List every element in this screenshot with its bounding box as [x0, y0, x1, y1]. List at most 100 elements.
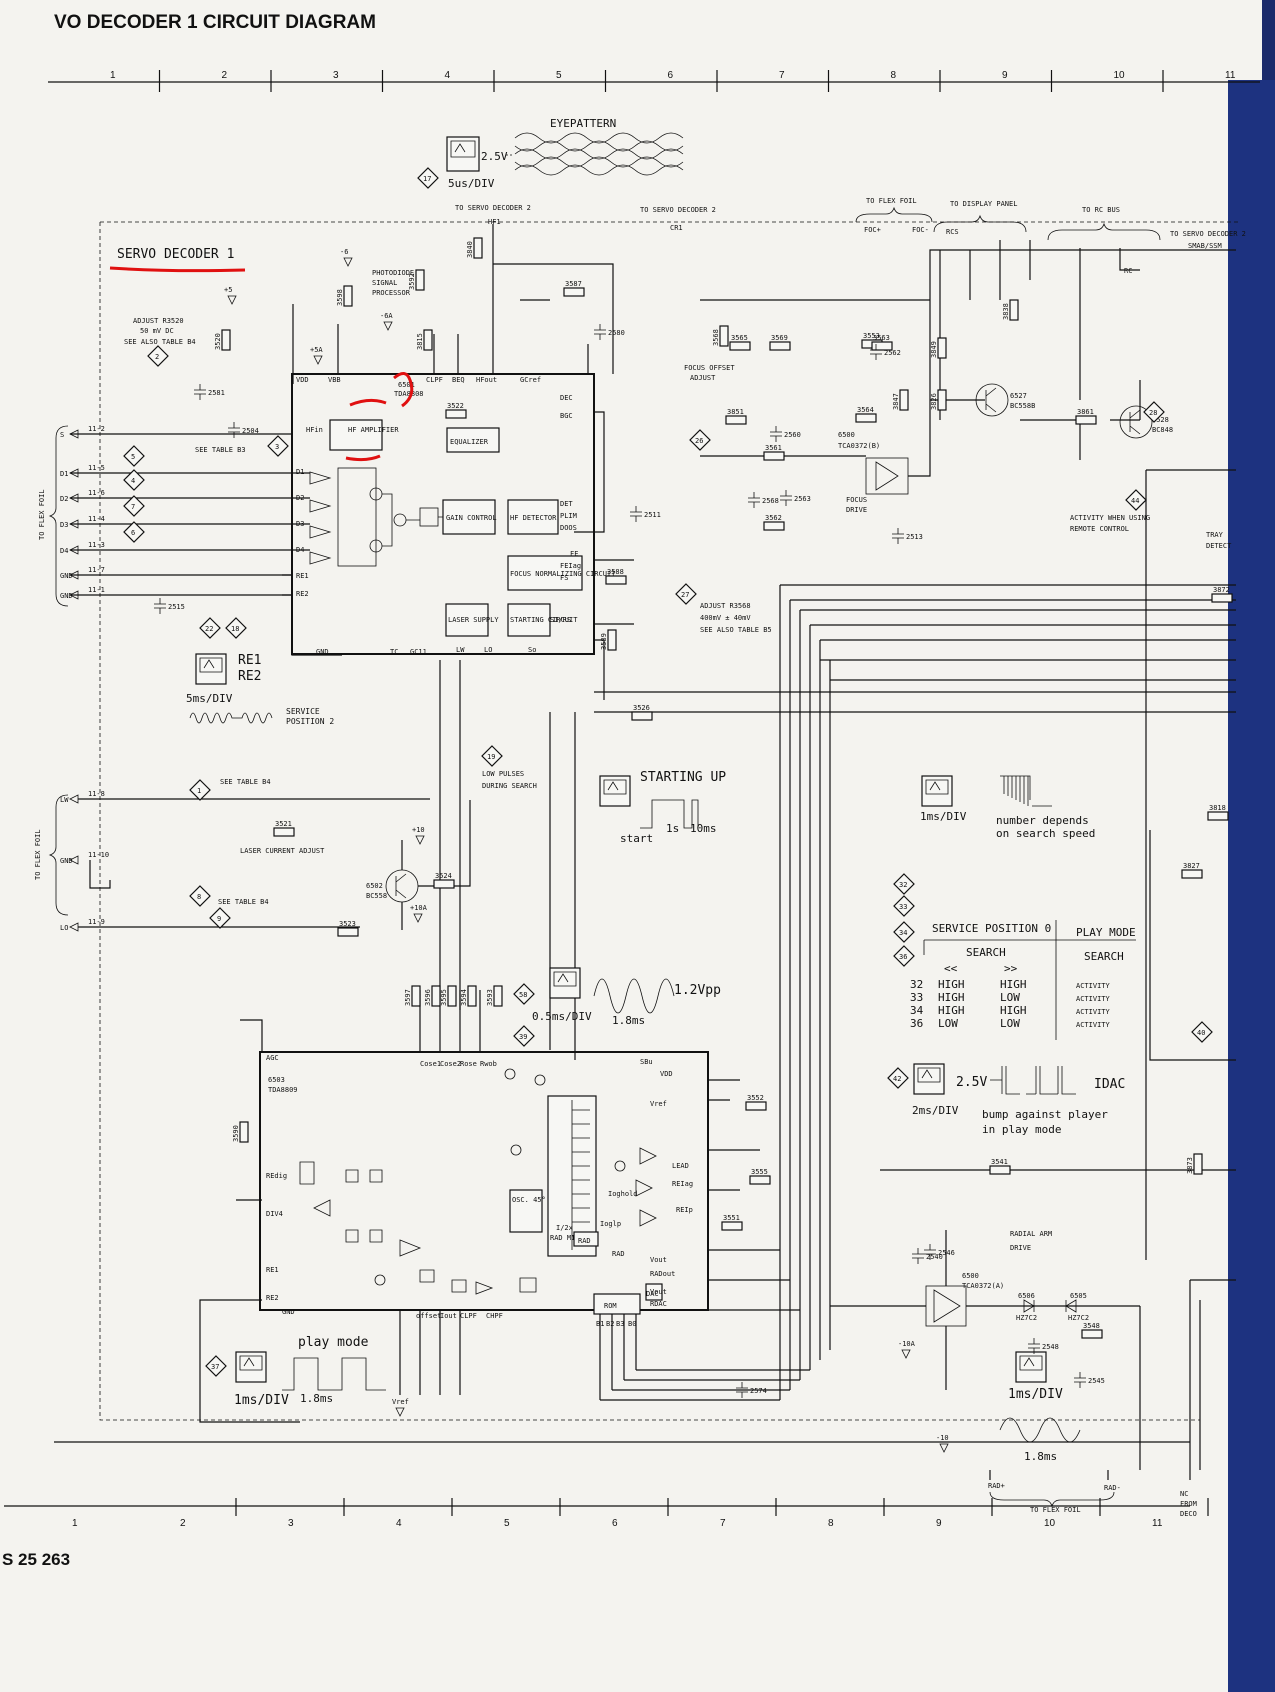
- to-servo-decoder-2-hf: TO SERVO DECODER 2: [455, 204, 531, 212]
- scope-radial: 1ms/DIV 1.8ms: [999, 1351, 1081, 1463]
- ic1-pin-label: GC11: [410, 648, 427, 656]
- scope-play-label: play mode: [298, 1335, 369, 1350]
- section-title: SERVO DECODER 1: [117, 247, 234, 262]
- brace-flex-bottom: [989, 1491, 1115, 1508]
- servo-decoder-boundary: [99, 221, 1238, 1421]
- resistor-3526: [631, 711, 653, 721]
- resistor-label: 3598: [336, 289, 344, 306]
- ic1-pin-label: TC: [390, 648, 398, 656]
- resistor-label: 3589: [600, 633, 608, 650]
- scope-re: RE1 RE2 5ms/DIV SERVICE POSITION 2: [186, 653, 334, 726]
- svc-fwd: LOW: [1000, 1017, 1020, 1030]
- to-servo-decoder-2-cr: TO SERVO DECODER 2: [640, 206, 716, 214]
- grid-col-bottom-2: 2: [180, 1518, 186, 1529]
- svc-pin: 33: [910, 991, 923, 1004]
- resistor-label: 3873: [1186, 1157, 1194, 1174]
- ic1-pin-label: GCref: [520, 376, 541, 384]
- eyepattern-scope: 2.5V 5us/DIV EYEPATTERN: [446, 117, 684, 190]
- scope-starting-start: start: [620, 832, 653, 845]
- resistor-3562: [763, 521, 785, 531]
- supply-arrow: [413, 913, 423, 923]
- conn1-pin-id: 11-5: [88, 464, 105, 472]
- hf-amplifier-block: [329, 419, 383, 451]
- ic2-pin-label: REIp: [676, 1206, 693, 1214]
- resistor-3847: [899, 389, 909, 411]
- grid-col-bottom-8: 8: [828, 1518, 834, 1529]
- capacitor-label: 2580: [608, 329, 625, 337]
- test-point-label: 34: [899, 929, 907, 937]
- brace-display: [933, 214, 1027, 233]
- resistor-label: 3851: [727, 408, 744, 416]
- capacitor-label: 2568: [762, 497, 779, 505]
- capacitor-label: 2574: [750, 1387, 767, 1395]
- t3-part: BC558: [366, 892, 387, 900]
- svc-fwd: LOW: [1000, 991, 1020, 1004]
- resistor-3551: [721, 1221, 743, 1231]
- ic3-part: TCA0372(B): [838, 442, 880, 450]
- input-lines: [70, 433, 310, 596]
- resistor-3595: [447, 985, 457, 1007]
- ic2-pin-label: Vout: [650, 1256, 667, 1264]
- laser-current-adjust: LASER CURRENT ADJUST: [240, 847, 325, 855]
- conn1-pin: S: [60, 431, 64, 439]
- capacitor-2515: [154, 598, 166, 614]
- foc-minus-label: FOC-: [912, 226, 929, 234]
- grid-col-top-11: 11: [1225, 70, 1236, 81]
- capacitor-label: 2548: [1042, 1343, 1059, 1351]
- rcs-label: RCS: [946, 228, 959, 236]
- grid-col-top-3: 3: [333, 70, 339, 81]
- resistor-3522: [445, 409, 467, 419]
- supply-label: +5: [224, 286, 232, 294]
- scope-bump-label: IDAC: [1094, 1077, 1125, 1092]
- ic1-pin-label: PLIM: [560, 512, 577, 520]
- ic2-pin-label: Vout: [650, 1288, 667, 1296]
- focus-normalizing-block: [507, 555, 583, 591]
- ic2-pin-label: VDD: [660, 1070, 673, 1078]
- test-point-label: 42: [893, 1075, 901, 1083]
- hf-detector-block: [507, 499, 559, 535]
- test-point-39: [513, 1025, 535, 1047]
- resistor-label: 3564: [857, 406, 874, 414]
- resistor-label: 3595: [440, 989, 448, 1006]
- test-point-label: 40: [1197, 1029, 1205, 1037]
- resistor-3548: [1081, 1329, 1103, 1339]
- capacitor-label: 2546: [938, 1249, 955, 1257]
- capacitor-2504: [228, 422, 240, 438]
- grid-col-top-6: 6: [668, 70, 674, 81]
- grid-col-bottom-10: 10: [1044, 1518, 1056, 1529]
- red-underline: [109, 266, 246, 273]
- capacitor-label: 2540: [926, 1253, 943, 1261]
- right-edge-wiring: [1145, 469, 1236, 1480]
- ic2-pin-label: Cose1: [420, 1060, 441, 1068]
- scope-bump-time: 2ms/DIV: [912, 1104, 959, 1117]
- test-point-3: [267, 435, 289, 457]
- grid-col-bottom-5: 5: [504, 1518, 510, 1529]
- focus-offset: FOCUS OFFSET: [684, 364, 735, 372]
- grid-col-bottom-4: 4: [396, 1518, 402, 1529]
- ic1-ref: 6501: [398, 381, 415, 389]
- resistor-3840: [473, 237, 483, 259]
- ic2-pin-label: Rwob: [480, 1060, 497, 1068]
- capacitor-2562: [870, 344, 882, 360]
- test-point-4: [123, 469, 145, 491]
- service-table-dir-rev: <<: [944, 962, 958, 975]
- test-point-7: [123, 495, 145, 517]
- test-point-label: 28: [1149, 409, 1157, 417]
- resistor-label: 3565: [731, 334, 748, 342]
- eyepattern-label: EYEPATTERN: [550, 117, 616, 130]
- rad-mirror-label: RAD MIRROR: [550, 1234, 593, 1242]
- rad-plus: RAD+: [988, 1482, 1005, 1490]
- supply-arrow: [939, 1443, 949, 1453]
- t3-ref: 6502: [366, 882, 383, 890]
- conn1-pin-id: 11-7: [88, 566, 105, 574]
- resistor-label: 3594: [460, 989, 468, 1006]
- brace-flex-foil: [855, 206, 933, 223]
- ic1-pin-label: SI/RS: [550, 616, 571, 624]
- test-point-40: [1191, 1021, 1213, 1043]
- adjust-r3520: ADJUST R3520: [133, 317, 184, 325]
- grid-col-top-4: 4: [445, 70, 451, 81]
- ic1-pin-label: RE2: [296, 590, 309, 598]
- service-table-search: SEARCH: [966, 946, 1006, 959]
- supply-arrow: [395, 1407, 405, 1417]
- ic2-pin-label: RADout: [650, 1270, 675, 1278]
